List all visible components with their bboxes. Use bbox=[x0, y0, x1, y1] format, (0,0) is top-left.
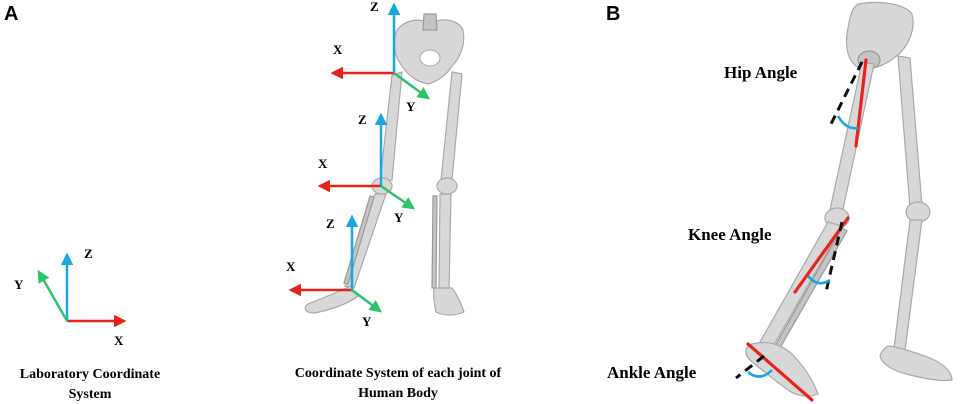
knee-z-label: Z bbox=[358, 112, 367, 127]
knee-y-label: Y bbox=[394, 210, 404, 225]
skeleton-side-view bbox=[745, 1, 953, 397]
knee-right bbox=[436, 177, 458, 195]
lab-y-label: Y bbox=[14, 277, 24, 292]
lab-caption-line2: System bbox=[69, 387, 112, 402]
pelvic-opening bbox=[419, 49, 441, 67]
femur-left bbox=[379, 71, 403, 183]
ankle-angle-marker bbox=[735, 342, 814, 402]
hip-x-label: X bbox=[333, 42, 343, 57]
hip-angle-label: Hip Angle bbox=[724, 63, 798, 82]
hip-segment-line bbox=[854, 58, 868, 148]
side-tibia-back bbox=[893, 219, 923, 351]
ankle-angle-label: Ankle Angle bbox=[607, 363, 697, 382]
ankle-y-axis bbox=[351, 289, 382, 313]
knee-reference-line bbox=[824, 221, 844, 293]
ankle-z-label: Z bbox=[326, 216, 335, 231]
side-foot-back bbox=[879, 345, 953, 382]
ankle-reference-line bbox=[735, 354, 765, 380]
hip-angle-marker bbox=[828, 58, 868, 148]
side-femur-back bbox=[897, 55, 923, 209]
hip-angle-arc bbox=[836, 115, 859, 130]
knee-joint-axes: X Z Y bbox=[317, 112, 416, 225]
panel-a-letter: A bbox=[4, 3, 18, 25]
lab-x-label: X bbox=[114, 333, 124, 348]
knee-angle-marker bbox=[793, 216, 850, 294]
foot-left bbox=[304, 285, 359, 314]
ankle-segment-line bbox=[746, 342, 814, 402]
foot-right bbox=[433, 287, 465, 316]
sacrum bbox=[422, 13, 438, 31]
knee-angle-arc bbox=[807, 275, 831, 285]
joint-caption-line1: Coordinate System of each joint of bbox=[295, 366, 502, 381]
ankle-y-label: Y bbox=[362, 314, 372, 329]
hip-y-label: Y bbox=[406, 99, 416, 114]
ankle-joint-axes: X Z Y bbox=[286, 214, 382, 329]
joint-caption-line2: Human Body bbox=[358, 386, 438, 401]
knee-angle-label: Knee Angle bbox=[688, 225, 772, 244]
skeleton-front-view bbox=[304, 13, 465, 316]
hip-joint-axes: X Z Y bbox=[330, 0, 431, 114]
hip-reference-line bbox=[828, 61, 864, 127]
fibula-right bbox=[431, 195, 438, 289]
ankle-angle-arc bbox=[747, 369, 773, 378]
hip-y-axis bbox=[393, 71, 431, 100]
femur-right bbox=[440, 71, 463, 181]
lab-y-axis bbox=[37, 269, 69, 322]
lab-z-label: Z bbox=[84, 246, 93, 261]
side-femur-front bbox=[829, 61, 875, 215]
ankle-x-label: X bbox=[286, 259, 296, 274]
hip-z-label: Z bbox=[370, 0, 379, 14]
side-fibula-front bbox=[774, 227, 848, 349]
knee-y-axis bbox=[380, 184, 416, 210]
panel-b-letter: B bbox=[606, 3, 620, 25]
knee-x-label: X bbox=[318, 156, 328, 171]
lab-coordinate-system: X Z Y bbox=[14, 246, 127, 348]
lab-caption-line1: Laboratory Coordinate bbox=[20, 367, 160, 382]
side-knee-back bbox=[905, 201, 931, 223]
tibia-right bbox=[438, 193, 452, 291]
